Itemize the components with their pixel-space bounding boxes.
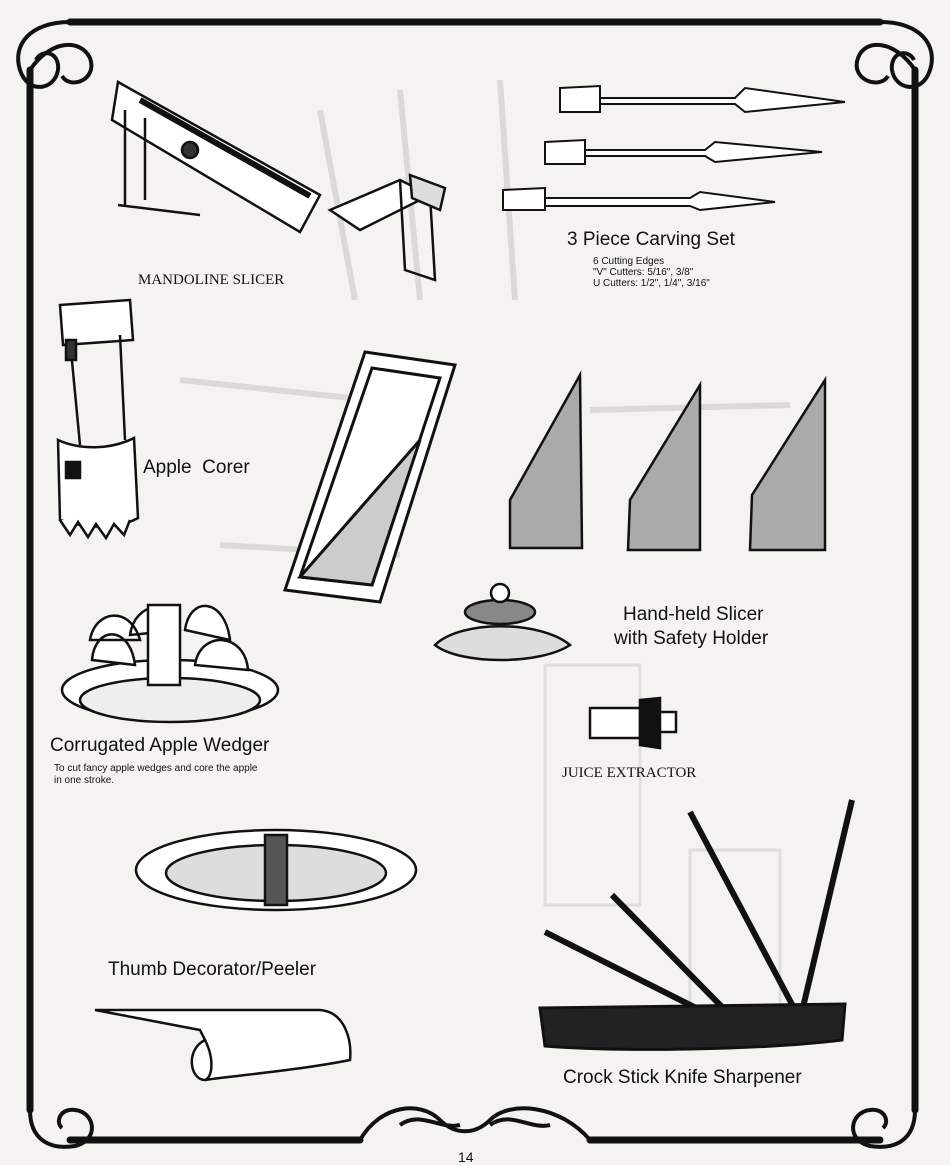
apple-corer-label: Apple Corer bbox=[143, 457, 250, 478]
handheld-slicer-label-2: with Safety Holder bbox=[614, 628, 769, 649]
thumb-decorator-illustration bbox=[134, 828, 418, 912]
carving-set-detail-2: "V" Cutters: 5/16", 3/8" bbox=[593, 267, 694, 278]
apple-wedger-title: Corrugated Apple Wedger bbox=[50, 735, 270, 756]
page-number: 14 bbox=[458, 1149, 474, 1165]
crock-stick-label: Crock Stick Knife Sharpener bbox=[563, 1067, 802, 1088]
mandoline-slicer-label: MANDOLINE SLICER bbox=[138, 272, 285, 288]
crock-sticks-illustration bbox=[538, 799, 855, 1051]
handheld-slicer-illustration bbox=[433, 582, 573, 662]
carving-set-detail-3: U Cutters: 1/2", 1/4", 3/16" bbox=[593, 278, 710, 289]
carving-set-illustration bbox=[502, 84, 846, 212]
triangular-blades-illustration bbox=[508, 370, 827, 552]
juice-extractor-illustration bbox=[588, 696, 678, 750]
juice-extractor-label: JUICE EXTRACTOR bbox=[562, 765, 697, 781]
apple-wedger-illustration bbox=[60, 603, 280, 724]
apple-wedger-desc-2: in one stroke. bbox=[54, 775, 115, 786]
apple-corer-illustration bbox=[56, 298, 140, 541]
thumb-decorator-label: Thumb Decorator/Peeler bbox=[108, 959, 317, 980]
mandoline-frame-illustration bbox=[282, 350, 457, 604]
carving-set-title: 3 Piece Carving Set bbox=[567, 229, 735, 250]
apple-wedger-desc-1: To cut fancy apple wedges and core the a… bbox=[54, 763, 258, 774]
peeler-illustration bbox=[94, 1008, 352, 1082]
mandoline-slicer-illustration bbox=[110, 80, 447, 282]
carving-set-detail-1: 6 Cutting Edges bbox=[593, 256, 665, 267]
handheld-slicer-label-1: Hand-held Slicer bbox=[623, 604, 764, 625]
